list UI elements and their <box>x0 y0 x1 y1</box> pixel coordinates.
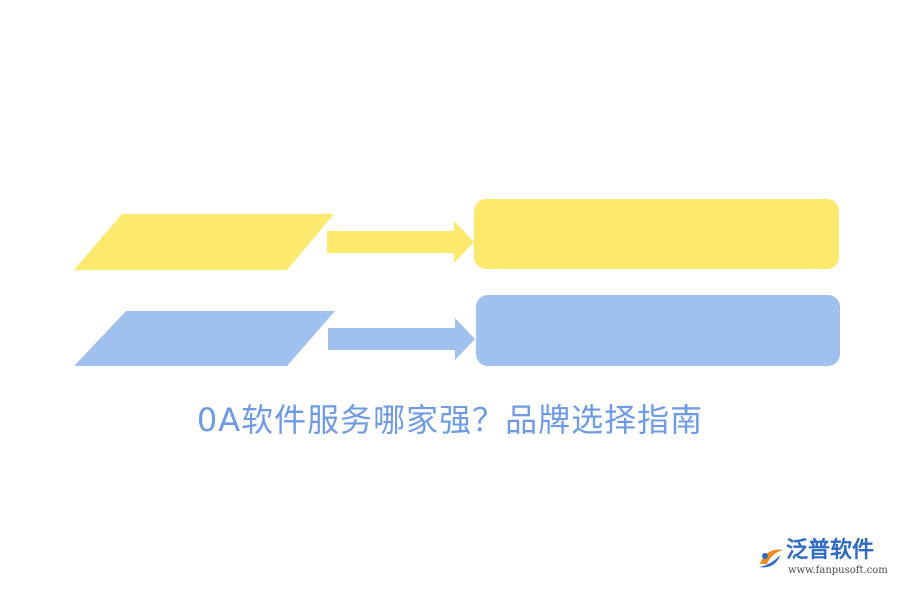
blue-arrow-icon <box>328 318 475 360</box>
yellow-rounded-box <box>474 199 839 269</box>
logo-url: www.fanpusoft.com <box>788 565 888 576</box>
blue-parallelogram <box>74 311 335 366</box>
page-title: 0A软件服务哪家强？品牌选择指南 <box>196 401 704 439</box>
logo-name: 泛普软件 <box>786 538 875 563</box>
fanpu-logo-icon <box>759 549 783 568</box>
yellow-parallelogram <box>74 214 334 270</box>
brand-logo: 泛普软件 www.fanpusoft.com <box>756 536 888 580</box>
yellow-arrow-icon <box>327 221 474 263</box>
blue-rounded-box <box>476 295 840 366</box>
